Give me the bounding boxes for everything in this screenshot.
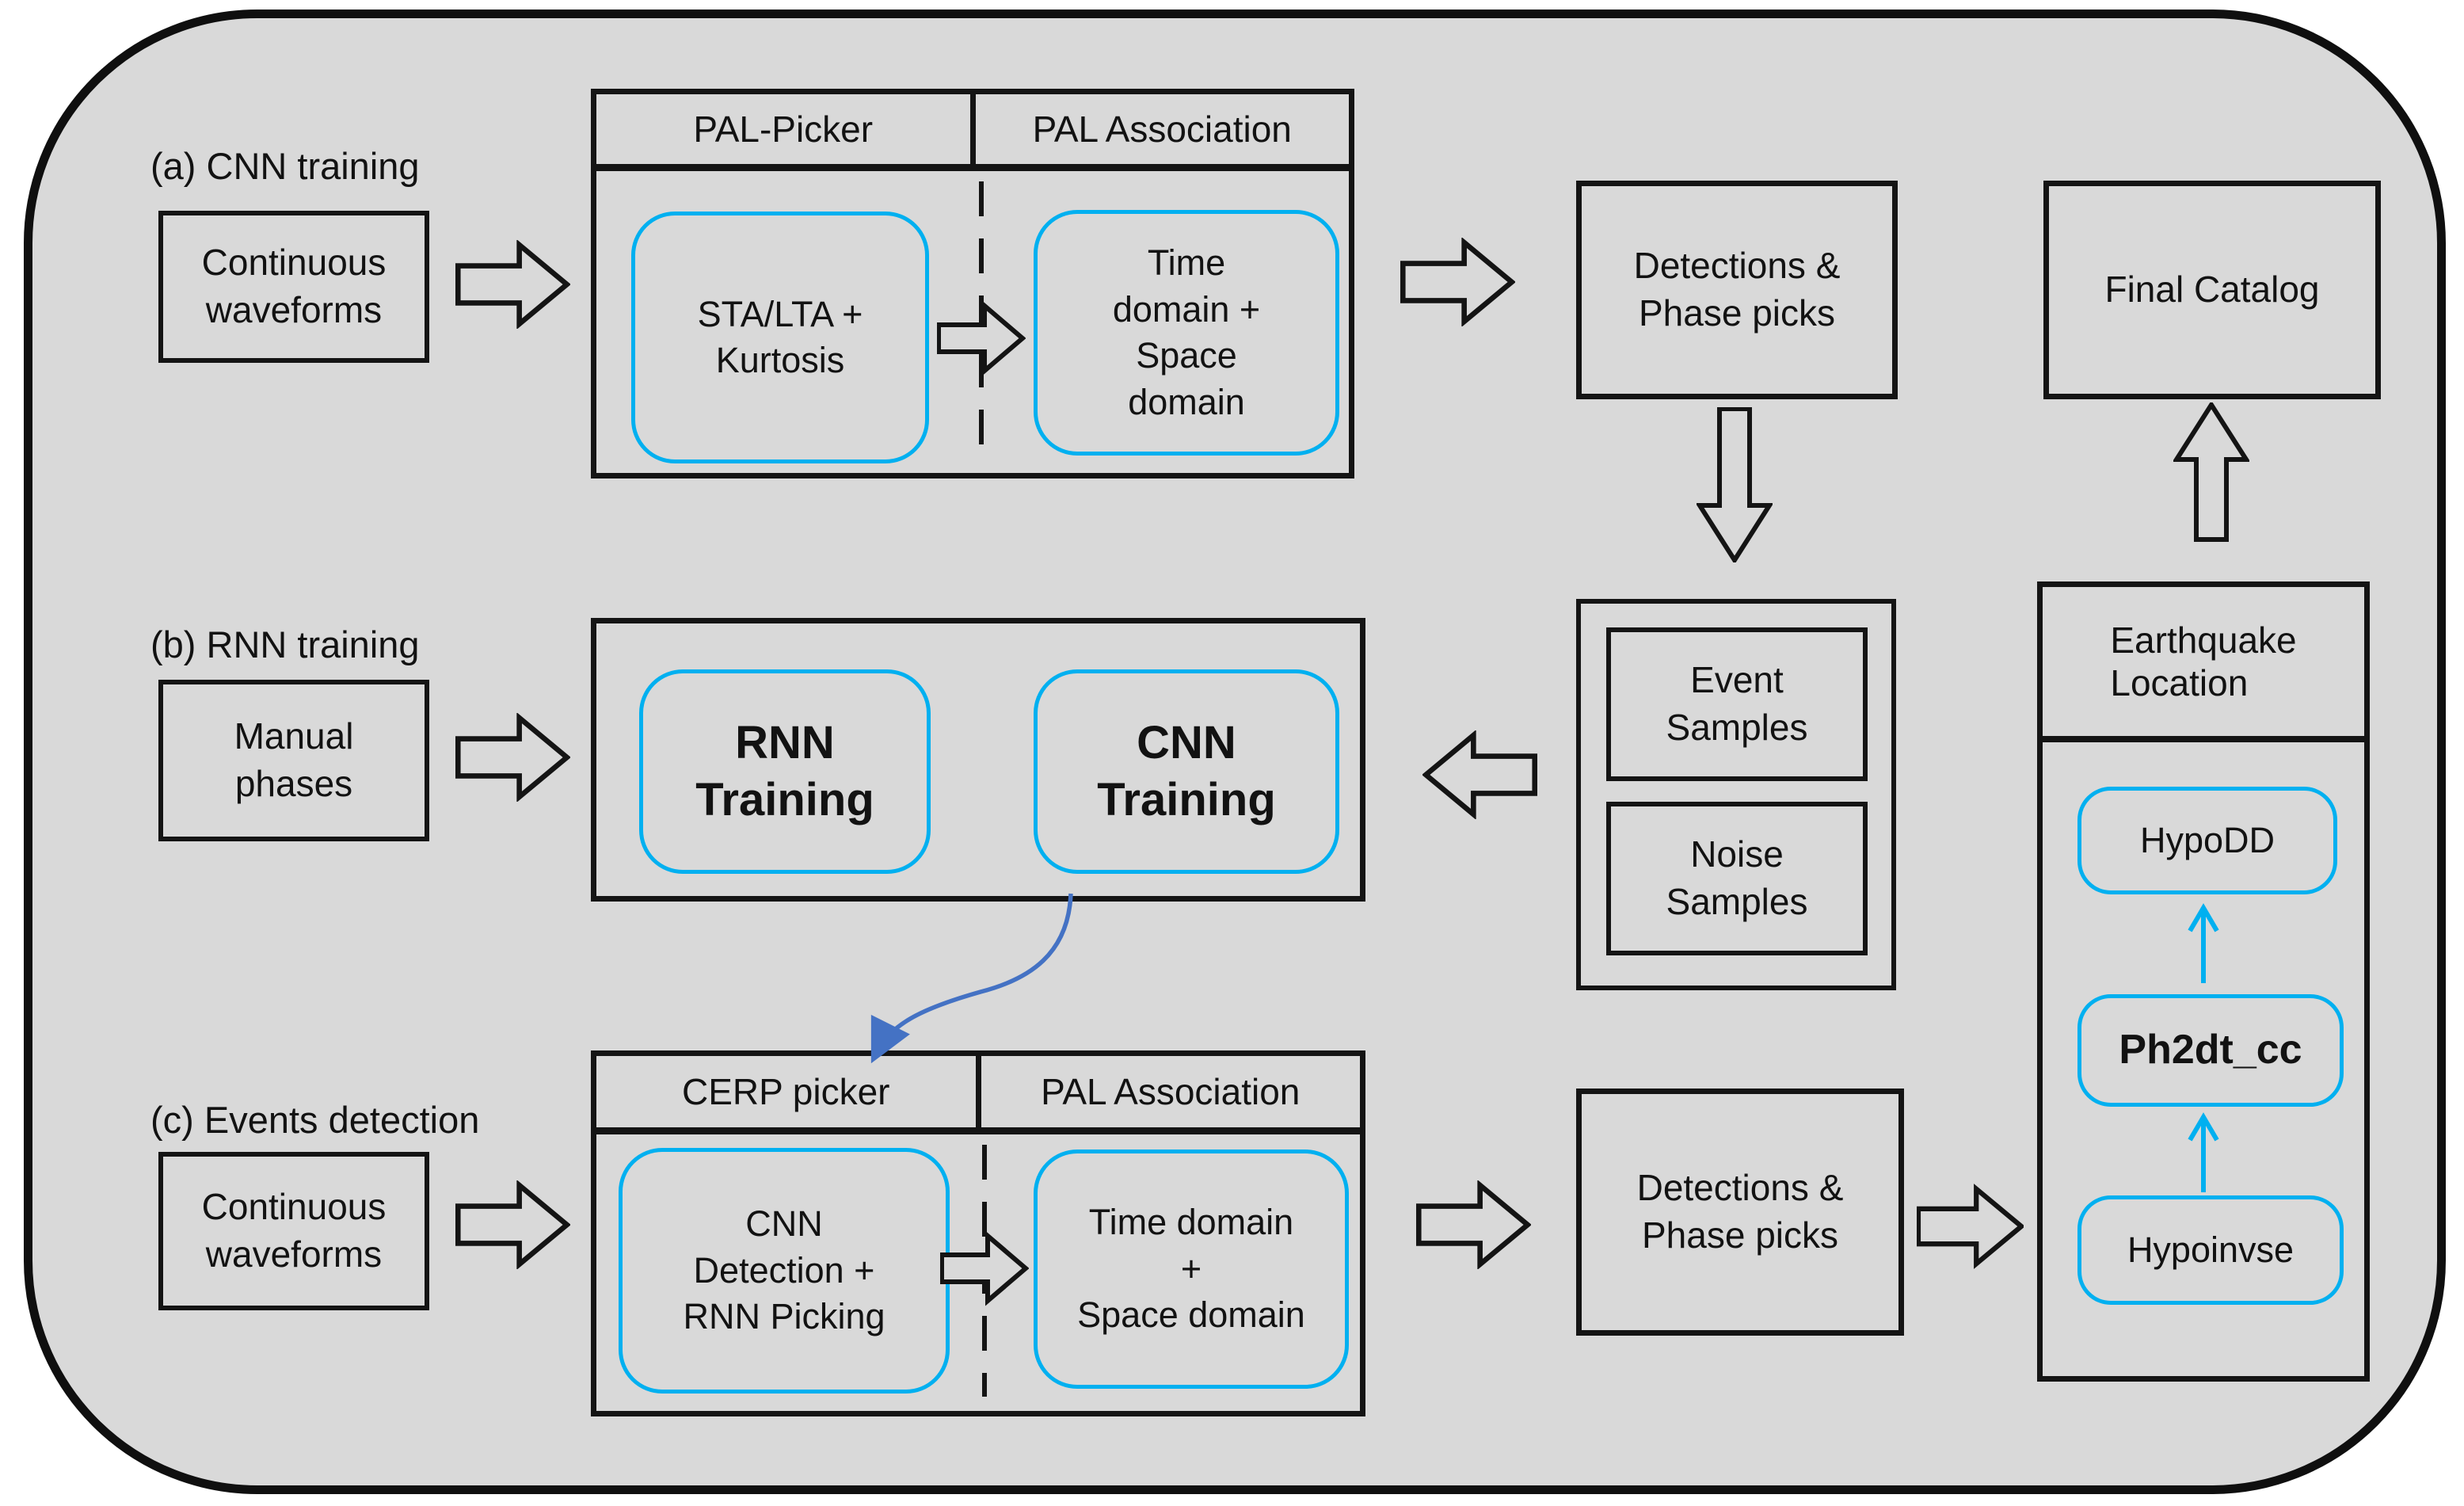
row-c-continuous-waveforms-box: Continuous waveforms: [158, 1152, 429, 1310]
pal-picker-table-header: PAL-Picker PAL Association: [596, 94, 1349, 171]
row-c-label: (c) Events detection: [150, 1099, 480, 1141]
earthquake-location-panel: Earthquake Location HypoDD Ph2dt_cc Hypo…: [2037, 581, 2370, 1382]
pal-picker-header-cell: PAL-Picker: [693, 109, 874, 150]
sta-lta-kurtosis-box: STA/LTA + Kurtosis: [631, 212, 929, 463]
row-c-detections-phase-picks-box: Detections & Phase picks: [1576, 1089, 1904, 1336]
pal-association-header-cell: PAL Association: [969, 94, 1350, 164]
cnn-detection-rnn-picking-box: CNN Detection + RNN Picking: [619, 1148, 950, 1394]
earthquake-location-header: Earthquake Location: [2043, 587, 2364, 742]
earthquake-location-title: Earthquake Location: [2110, 620, 2297, 703]
samples-outer-box: [1576, 599, 1896, 990]
noise-samples-box: Noise Samples: [1606, 802, 1868, 955]
down-block-arrow-icon: [1697, 407, 1773, 562]
right-block-arrow-icon: [455, 713, 570, 802]
cerp-picker-table: CERP picker PAL Association CNN Detectio…: [591, 1050, 1365, 1416]
cerp-picker-header-cell: CERP picker: [682, 1071, 890, 1112]
row-b-label: (b) RNN training: [150, 623, 420, 665]
cyan-up-arrow-icon: [2186, 901, 2221, 986]
ph2dt-cc-box: Ph2dt_cc: [2077, 994, 2344, 1107]
pal-picker-table: PAL-Picker PAL Association STA/LTA + Kur…: [591, 89, 1354, 478]
small-right-block-arrow-icon: [937, 299, 1026, 378]
pal-association-header-cell: PAL Association: [975, 1056, 1361, 1127]
row-a-continuous-waveforms-box: Continuous waveforms: [158, 211, 429, 363]
left-block-arrow-icon: [1422, 730, 1537, 819]
right-block-arrow-icon: [1400, 238, 1515, 326]
final-catalog-box: Final Catalog: [2043, 181, 2381, 399]
manual-phases-box: Manual phases: [158, 680, 429, 841]
cerp-picker-table-header: CERP picker PAL Association: [596, 1056, 1360, 1134]
cyan-up-arrow-icon: [2186, 1110, 2221, 1195]
row-a-label: (a) CNN training: [150, 145, 420, 187]
right-block-arrow-icon: [1917, 1182, 2024, 1271]
hypoinvse-box: Hypoinvse: [2077, 1195, 2344, 1305]
time-space-domain-box: Time domain + Space domain: [1034, 210, 1339, 456]
time-space-domain-box: Time domain + Space domain: [1034, 1150, 1349, 1389]
small-right-block-arrow-icon: [940, 1229, 1029, 1308]
right-block-arrow-icon: [455, 240, 570, 329]
rnn-training-box: RNN Training: [639, 669, 931, 874]
row-a-detections-phase-picks-box: Detections & Phase picks: [1576, 181, 1898, 399]
up-block-arrow-icon: [2173, 402, 2249, 542]
training-box: RNN Training CNN Training: [591, 618, 1365, 902]
right-block-arrow-icon: [455, 1180, 570, 1269]
event-samples-box: Event Samples: [1606, 627, 1868, 781]
right-block-arrow-icon: [1416, 1180, 1531, 1269]
hypodd-box: HypoDD: [2077, 787, 2337, 894]
cnn-training-box: CNN Training: [1034, 669, 1339, 874]
